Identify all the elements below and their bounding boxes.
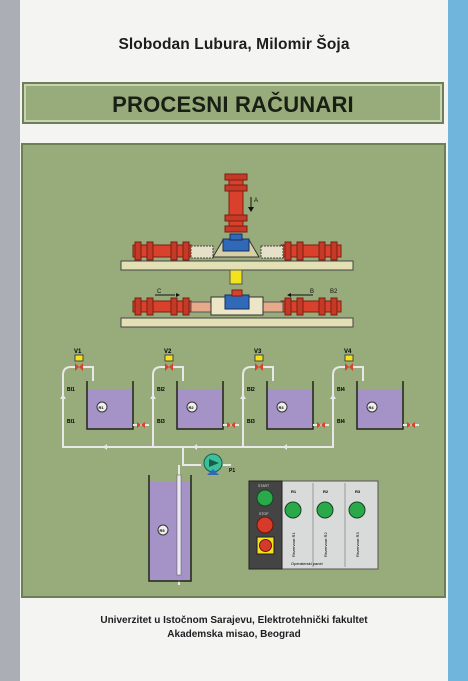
panel-button-r3[interactable]: [348, 501, 366, 519]
tank-r5: R5: [148, 474, 192, 582]
valve-label-v1: V1: [74, 349, 82, 355]
panel-stop-label: STOP: [259, 512, 269, 516]
footer-line-2: Akademska misao, Beograd: [167, 629, 301, 640]
panel-button-r1-label: R1: [291, 489, 297, 494]
operator-panel: START STOP R1 R2 R3 Rezervoar R1 Rezervo…: [248, 480, 379, 570]
arrow-label-b2: B2: [330, 289, 338, 295]
panel-start-label: START: [258, 484, 270, 488]
sensor-t4-bot: BI4: [337, 419, 345, 425]
title-box: PROCESNI RAČUNARI: [22, 82, 444, 124]
sensor-t3-top: BI2: [247, 387, 255, 393]
sensor-t4-top: BI4: [337, 387, 345, 393]
tank-r2: R2 BI2 BI3: [157, 381, 239, 430]
panel-vertical-text-3: Rezervoar R3: [355, 532, 360, 557]
emergency-stop-button[interactable]: [259, 539, 272, 552]
pump-label: P1: [229, 468, 235, 474]
panel-caption: Operaterski panel: [291, 561, 323, 566]
valve-v4: V4: [344, 349, 354, 371]
flow-arrows: [60, 394, 336, 450]
tank-label-r2: R2: [189, 405, 195, 410]
middle-pipe-row: C B B2: [120, 289, 354, 328]
process-diagram-svg: A C B B2: [60, 173, 419, 585]
panel-button-r2[interactable]: [316, 501, 334, 519]
sensor-t3-bot: BI3: [247, 419, 255, 425]
valve-v1: V1: [74, 349, 84, 371]
panel-button-r1[interactable]: [284, 501, 302, 519]
sensor-t2-bot: BI3: [157, 419, 165, 425]
tank-label-r5: R5: [160, 528, 166, 533]
arrow-label-c: C: [157, 289, 162, 295]
publisher-footer: Univerzitet u Istočnom Sarajevu, Elektro…: [0, 614, 468, 642]
sensor-t1-bot: BI1: [67, 419, 75, 425]
sensor-t2-top: BI2: [157, 387, 165, 393]
panel-button-r2-label: R2: [323, 489, 329, 494]
panel-vertical-text-1: Rezervoar R1: [291, 532, 296, 557]
footer-line-1: Univerzitet u Istočnom Sarajevu, Elektro…: [100, 615, 368, 626]
valve-v2: V2: [164, 349, 174, 371]
start-button[interactable]: [256, 489, 274, 507]
authors: Slobodan Lubura, Milomir Šoja: [118, 36, 350, 53]
tank-label-r4: R4: [369, 405, 375, 410]
process-diagram: A C B B2: [21, 143, 446, 598]
pump-p1: P1: [203, 453, 235, 475]
arrow-label-a: A: [254, 198, 258, 204]
sensor-t1-top: BI1: [67, 387, 75, 393]
stop-button[interactable]: [256, 516, 274, 534]
valve-header: [62, 366, 364, 395]
valve-v3: V3: [254, 349, 264, 371]
upper-pipe-row: [120, 233, 354, 285]
panel-button-r3-label: R3: [355, 489, 361, 494]
arrow-label-b: B: [310, 289, 314, 295]
tank-label-r1: R1: [99, 405, 105, 410]
tank-label-r3: R3: [279, 405, 285, 410]
tank-r3: R3 BI2 BI3: [247, 381, 329, 430]
valve-label-v3: V3: [254, 349, 262, 355]
book-title: PROCESNI RAČUNARI: [112, 92, 354, 117]
valve-label-v4: V4: [344, 349, 352, 355]
tank-r1: R1 BI1 BI1: [67, 381, 149, 430]
panel-vertical-text-2: Rezervoar R2: [323, 532, 328, 557]
valve-label-v2: V2: [164, 349, 172, 355]
inlet-pipe-a: A: [224, 173, 258, 233]
tank-r4: R4 BI4 BI4: [337, 381, 419, 430]
